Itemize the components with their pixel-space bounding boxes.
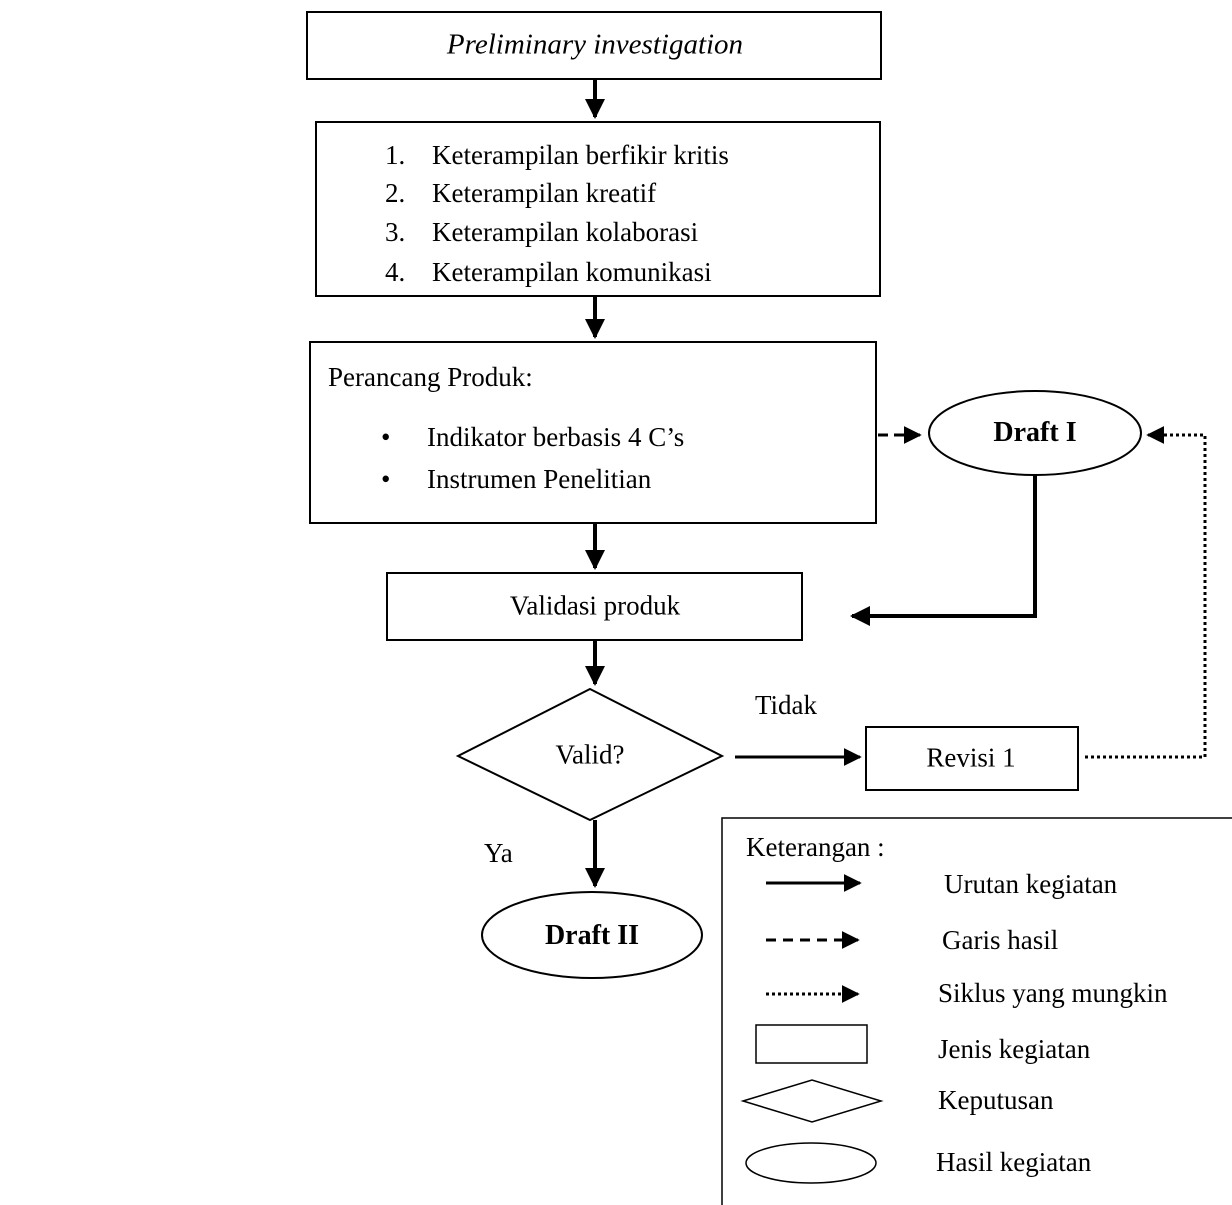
legend-title: Keterangan : bbox=[746, 832, 885, 862]
design-bullet-2: Instrumen Penelitian bbox=[427, 464, 652, 494]
draft1-label: Draft I bbox=[993, 417, 1077, 448]
draft2-label: Draft II bbox=[544, 920, 640, 951]
investigation-label: Preliminary investigation bbox=[446, 28, 744, 61]
revision-label: Revisi 1 bbox=[926, 742, 1016, 773]
skill-2-number: 2. bbox=[385, 178, 406, 208]
skill-1-number: 1. bbox=[385, 140, 406, 170]
skill-3-number: 3. bbox=[385, 217, 406, 247]
yes-label: Ya bbox=[484, 838, 513, 868]
skill-4-number: 4. bbox=[385, 257, 406, 287]
legend-ellipse bbox=[745, 1142, 877, 1184]
skills-box bbox=[315, 121, 881, 297]
skill-4-label: Keterampilan komunikasi bbox=[432, 257, 712, 287]
design-title: Perancang Produk: bbox=[328, 362, 533, 392]
design-bullet-1: Indikator berbasis 4 C’s bbox=[427, 422, 685, 452]
decision-label: Valid? bbox=[555, 739, 625, 770]
decision-diamond bbox=[455, 687, 725, 822]
bullet-2-marker: • bbox=[381, 464, 391, 494]
revision-box bbox=[865, 726, 1079, 791]
legend-item-dotted-arrow: Siklus yang mungkin bbox=[938, 978, 1168, 1008]
legend-item-diamond: Keputusan bbox=[938, 1085, 1054, 1115]
draft2-ellipse bbox=[481, 891, 703, 979]
legend-item-dashed-arrow: Garis hasil bbox=[942, 925, 1059, 955]
skill-1-label: Keterampilan berfikir kritis bbox=[432, 140, 729, 170]
dotted-arrow-revision-to-draft1 bbox=[1085, 426, 1207, 759]
legend-item-solid-arrow: Urutan kegiatan bbox=[944, 869, 1118, 899]
skill-2-label: Keterampilan kreatif bbox=[432, 178, 657, 208]
legend-frame bbox=[721, 817, 1232, 1205]
bullet-1-marker: • bbox=[381, 422, 391, 452]
legend-item-rectangle: Jenis kegiatan bbox=[938, 1034, 1091, 1064]
skill-3-label: Keterampilan kolaborasi bbox=[432, 217, 699, 247]
no-label: Tidak bbox=[755, 690, 818, 720]
validation-label: Validasi produk bbox=[509, 590, 681, 621]
arrow-draft1-to-validation bbox=[850, 475, 1037, 626]
legend-diamond bbox=[740, 1079, 884, 1123]
legend-item-ellipse: Hasil kegiatan bbox=[936, 1147, 1092, 1177]
legend-rectangle bbox=[755, 1024, 868, 1064]
